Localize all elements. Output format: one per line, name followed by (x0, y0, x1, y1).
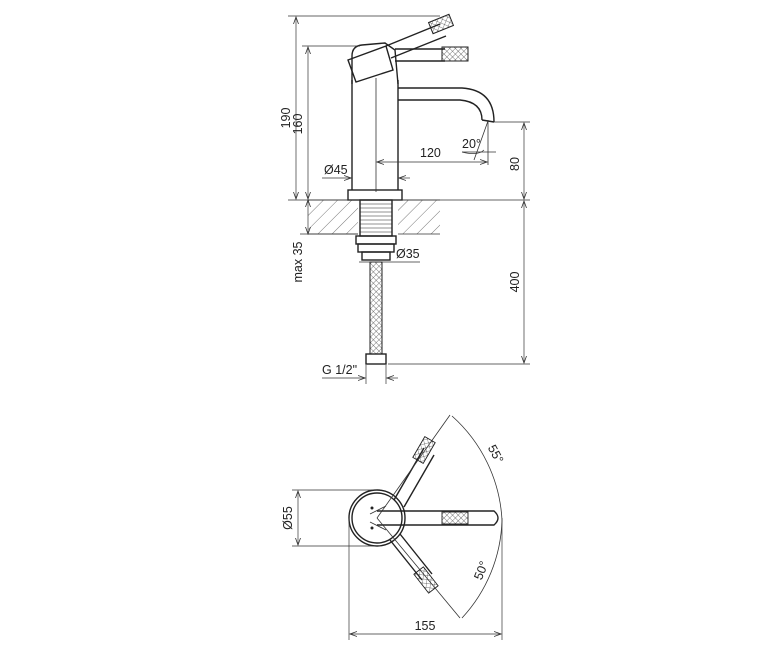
faucet-body (351, 78, 399, 192)
spout (398, 87, 495, 165)
mounting-shank (355, 199, 397, 261)
lever-positions (369, 414, 503, 619)
lever-top (377, 510, 499, 526)
body-inner-circle (351, 492, 403, 544)
label-spout-angle: 20° (462, 137, 481, 151)
handle-head (347, 13, 469, 85)
label-connection: G 1/2" (322, 363, 357, 377)
label-diameter-mount: Ø35 (396, 247, 420, 261)
label-height-body: 160 (291, 114, 305, 135)
dimension-lines (288, 15, 530, 384)
side-view: 190 160 Ø45 120 20° 80 max 35 Ø35 400 G … (279, 13, 530, 384)
label-height-total: 190 (279, 108, 293, 129)
label-width-top: 155 (415, 619, 436, 633)
countertop (308, 199, 440, 235)
label-spout-height: 80 (508, 157, 522, 171)
label-angle-down: 50° (471, 559, 491, 582)
top-dimension-lines (292, 489, 503, 640)
top-view: 55° 50° Ø55 155 (281, 414, 506, 640)
label-angle-up: 55° (485, 442, 506, 465)
label-diameter-top: Ø55 (281, 506, 295, 530)
label-spout-reach: 120 (420, 146, 441, 160)
label-hose-length: 400 (508, 272, 522, 293)
label-diameter-body: Ø45 (324, 163, 348, 177)
label-max-thickness: max 35 (291, 241, 305, 282)
flex-hose (365, 261, 387, 365)
base-flange (347, 189, 403, 201)
